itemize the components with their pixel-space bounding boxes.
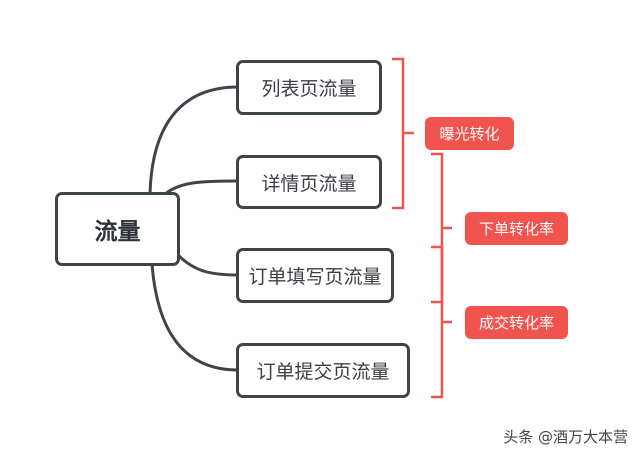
node-label: 订单填写页流量 bbox=[248, 266, 382, 288]
node-order-fill-page: 订单填写页流量 bbox=[236, 248, 394, 303]
root-label: 流量 bbox=[94, 219, 141, 245]
badge-label: 成交转化率 bbox=[478, 314, 554, 332]
watermark: 头条 @酒万大本营 bbox=[503, 428, 628, 446]
badge-deal-conversion: 成交转化率 bbox=[465, 306, 568, 339]
badge-label: 下单转化率 bbox=[478, 220, 554, 238]
badge-label: 曝光转化 bbox=[439, 125, 500, 143]
node-list-page: 列表页流量 bbox=[236, 60, 382, 115]
badge-exposure-conversion: 曝光转化 bbox=[425, 117, 514, 150]
branch-line-1 bbox=[148, 85, 240, 196]
node-order-submit-page: 订单提交页流量 bbox=[236, 343, 410, 398]
branch-line-2 bbox=[163, 179, 240, 196]
bracket-order bbox=[431, 152, 452, 304]
node-label: 列表页流量 bbox=[261, 78, 357, 100]
branch-line-3 bbox=[176, 253, 240, 277]
bracket-deal bbox=[431, 245, 452, 399]
bracket-exposure bbox=[392, 57, 414, 210]
root-node: 流量 bbox=[55, 192, 180, 266]
node-label: 订单提交页流量 bbox=[256, 361, 390, 383]
branch-line-4 bbox=[150, 262, 240, 372]
badge-order-conversion: 下单转化率 bbox=[465, 212, 568, 245]
node-detail-page: 详情页流量 bbox=[236, 155, 382, 209]
node-label: 详情页流量 bbox=[261, 172, 357, 195]
